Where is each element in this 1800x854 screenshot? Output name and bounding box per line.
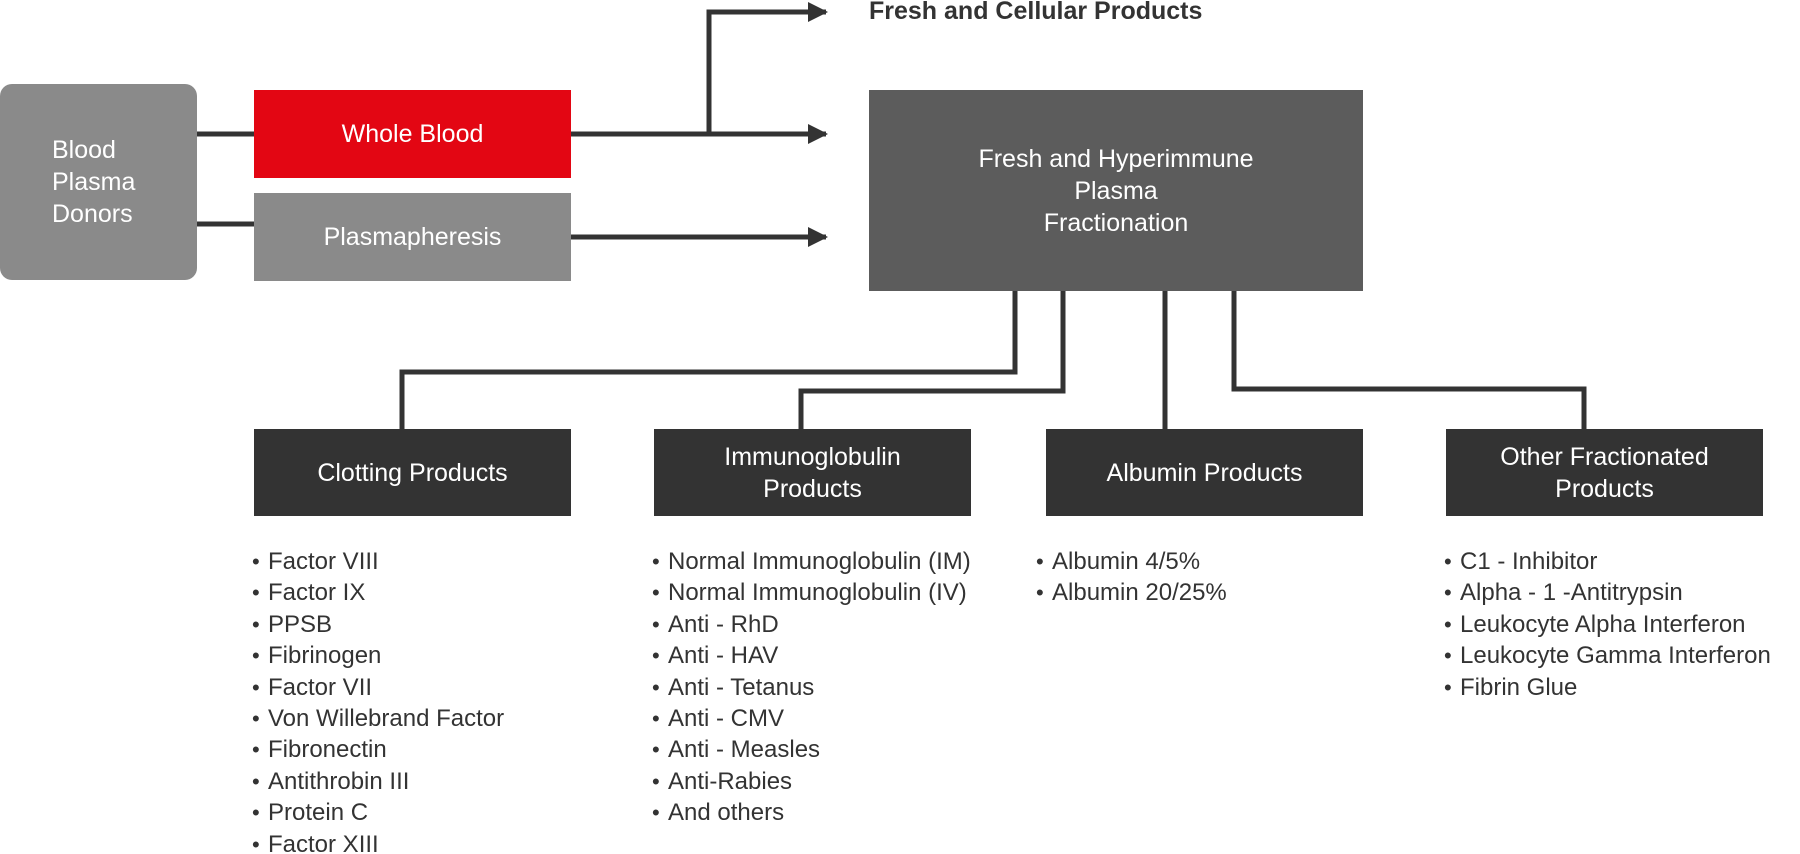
whole-blood-box: Whole Blood: [254, 90, 571, 178]
list-item: Fibrin Glue: [1444, 672, 1771, 703]
list-item: Anti-Rabies: [652, 766, 971, 797]
list-item: Albumin 4/5%: [1036, 546, 1227, 577]
list-item: Fibrinogen: [252, 640, 504, 671]
other-fractionated-products-list: C1 - Inhibitor Alpha - 1 -Antitrypsin Le…: [1444, 546, 1771, 703]
donors-label: Blood Plasma Donors: [52, 136, 136, 228]
list-item: Fibronectin: [252, 734, 504, 765]
category-box-other: Other Fractionated Products: [1446, 429, 1763, 516]
list-item: Normal Immunoglobulin (IV): [652, 577, 971, 608]
list-item: Anti - CMV: [652, 703, 971, 734]
list-item: And others: [652, 797, 971, 828]
plasmapheresis-label: Plasmapheresis: [323, 222, 502, 251]
category-box-immunoglobulin: Immunoglobulin Products: [654, 429, 971, 516]
list-item: Leukocyte Gamma Interferon: [1444, 640, 1771, 671]
list-item: PPSB: [252, 609, 504, 640]
category-label: Albumin Products: [1106, 458, 1303, 487]
list-item: Factor VIII: [252, 546, 504, 577]
list-item: Von Willebrand Factor: [252, 703, 504, 734]
immunoglobulin-products-list: Normal Immunoglobulin (IM) Normal Immuno…: [652, 546, 971, 829]
fractionation-box: Fresh and Hyperimmune Plasma Fractionati…: [869, 90, 1363, 291]
whole-blood-label: Whole Blood: [341, 119, 484, 148]
list-item: Factor VII: [252, 672, 504, 703]
albumin-products-list: Albumin 4/5% Albumin 20/25%: [1036, 546, 1227, 609]
list-item: Anti - HAV: [652, 640, 971, 671]
list-item: Factor IX: [252, 577, 504, 608]
list-item: Normal Immunoglobulin (IM): [652, 546, 971, 577]
list-item: Anti - RhD: [652, 609, 971, 640]
connector-fractionation-immunoglobulin: [798, 291, 1066, 429]
list-item: Protein C: [252, 797, 504, 828]
blood-plasma-donors-box: Blood Plasma Donors: [0, 84, 197, 280]
list-item: C1 - Inhibitor: [1444, 546, 1771, 577]
fresh-cellular-products-label: Fresh and Cellular Products: [869, 0, 1203, 25]
category-label: Clotting Products: [317, 458, 508, 487]
list-item: Anti - Measles: [652, 734, 971, 765]
category-label: Immunoglobulin Products: [724, 442, 901, 503]
list-item: Antithrobin III: [252, 766, 504, 797]
list-item: Leukocyte Alpha Interferon: [1444, 609, 1771, 640]
connector-fractionation-other: [1231, 291, 1587, 429]
list-item: Alpha - 1 -Antitrypsin: [1444, 577, 1771, 608]
category-box-albumin: Albumin Products: [1046, 429, 1363, 516]
category-box-clotting: Clotting Products: [254, 429, 571, 516]
fractionation-label: Fresh and Hyperimmune Plasma Fractionati…: [978, 144, 1254, 237]
clotting-products-list: Factor VIII Factor IX PPSB Fibrinogen Fa…: [252, 546, 504, 854]
list-item: Factor XIII: [252, 829, 504, 854]
category-label: Other Fractionated Products: [1500, 442, 1709, 503]
arrow-fresh-cellular: [706, 2, 829, 134]
list-item: Anti - Tetanus: [652, 672, 971, 703]
plasmapheresis-box: Plasmapheresis: [254, 193, 571, 281]
connector-fractionation-clotting: [399, 291, 1018, 429]
list-item: Albumin 20/25%: [1036, 577, 1227, 608]
